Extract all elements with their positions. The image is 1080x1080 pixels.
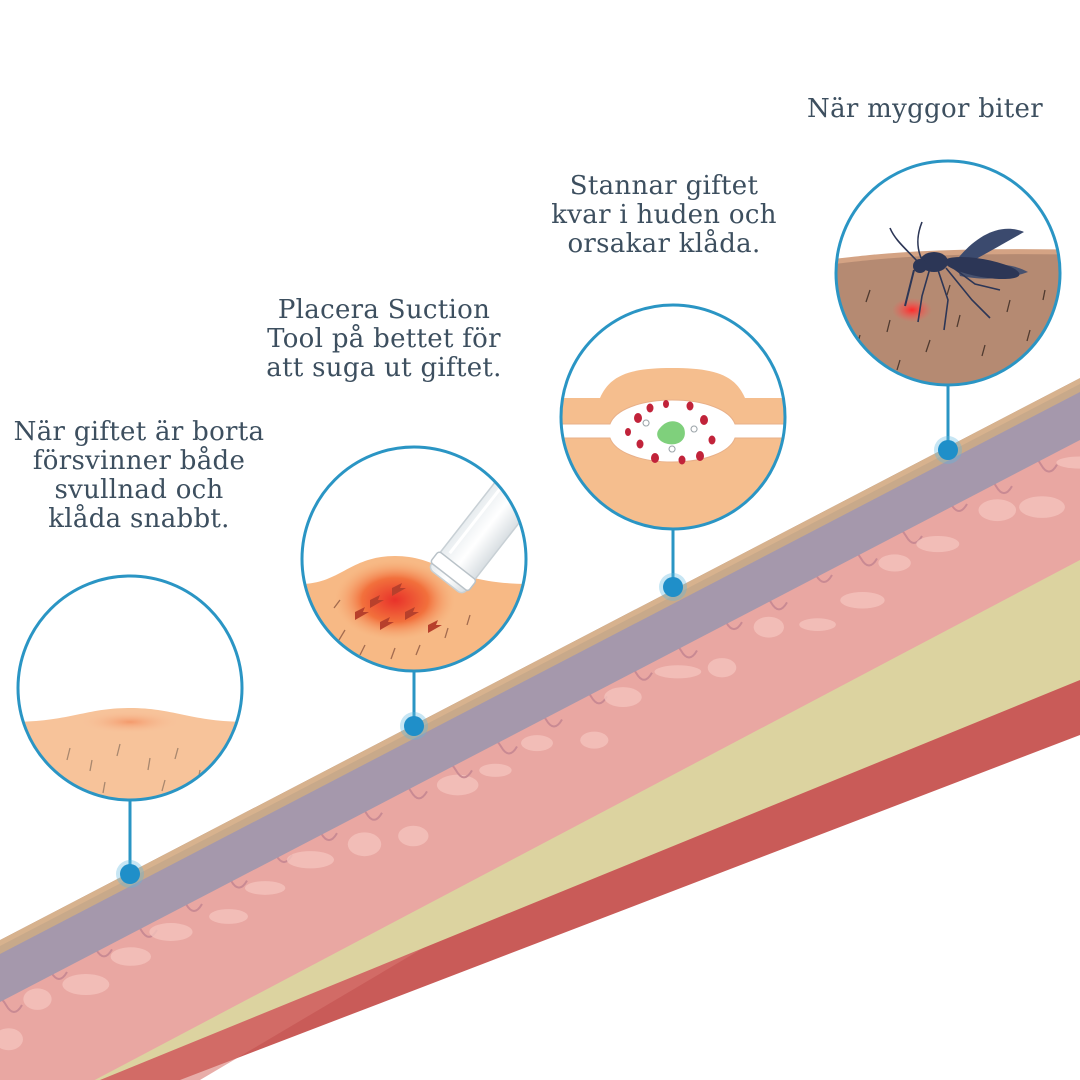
caption-line: kvar i huden och bbox=[551, 200, 777, 230]
caption-line: svullnad och bbox=[54, 475, 224, 505]
callout-dots bbox=[116, 436, 962, 888]
caption-line: När giftet är borta bbox=[13, 417, 265, 447]
dermis-texture bbox=[0, 430, 1080, 1051]
caption-line: Stannar giftet bbox=[569, 171, 759, 201]
caption-line: klåda snabbt. bbox=[48, 504, 230, 534]
step-bite-illustration bbox=[834, 159, 1062, 387]
caption-line: orsakar klåda. bbox=[567, 229, 761, 259]
dermis-layer bbox=[0, 420, 1080, 1080]
step-relief-illustration bbox=[16, 574, 244, 802]
step-venom-illustration bbox=[559, 303, 787, 531]
caption-step-bite: När myggor biter bbox=[780, 95, 1070, 124]
mosquito-icon bbox=[889, 221, 1028, 331]
caption-step-suction: Placera Suction Tool på bettet för att s… bbox=[250, 296, 518, 383]
caption-line: försvinner både bbox=[32, 446, 246, 476]
callout-leaders bbox=[128, 385, 950, 872]
skin-layers bbox=[0, 378, 1080, 1080]
epidermis-layer bbox=[0, 378, 1080, 1002]
caption-step-venom: Stannar giftet kvar i huden och orsakar … bbox=[530, 172, 798, 259]
caption-line: Placera Suction bbox=[277, 295, 491, 325]
caption-line: att suga ut giftet. bbox=[266, 353, 502, 383]
step-suction-illustration bbox=[300, 445, 528, 673]
caption-line: Tool på bettet för bbox=[267, 324, 501, 354]
caption-step-relief: När giftet är borta försvinner både svul… bbox=[0, 418, 278, 534]
caption-line: När myggor biter bbox=[807, 94, 1043, 124]
